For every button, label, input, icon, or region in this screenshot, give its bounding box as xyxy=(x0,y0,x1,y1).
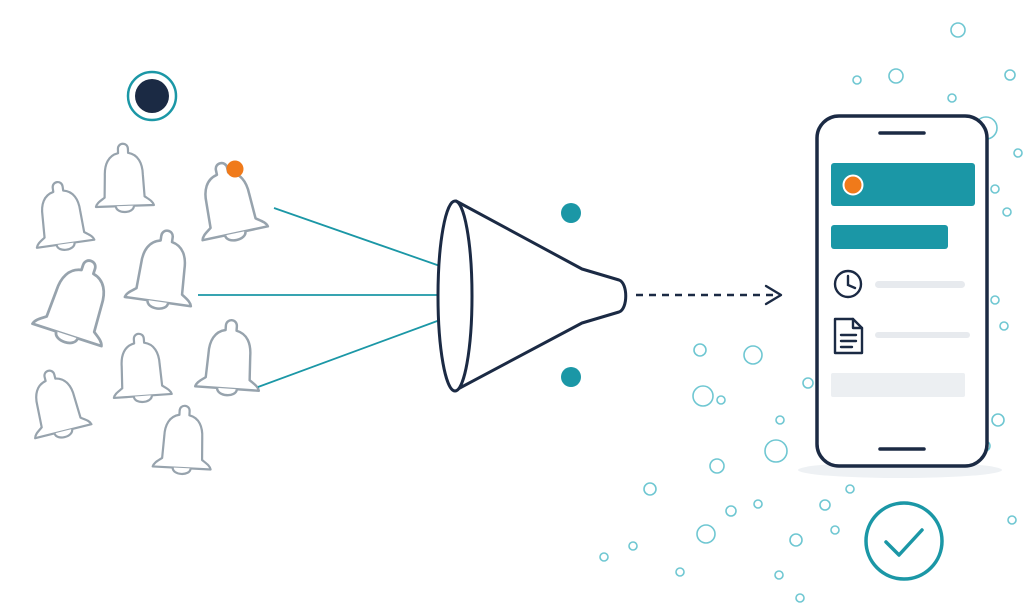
bubble-particle xyxy=(709,458,725,474)
connector-lines xyxy=(198,207,441,388)
bubble-particle xyxy=(990,295,1000,305)
bell-icon xyxy=(27,176,97,255)
bubble-particle xyxy=(753,499,763,509)
bubble-particle xyxy=(802,377,814,389)
bubble-particle xyxy=(789,533,803,547)
bell-icon xyxy=(108,330,174,406)
teal-dot-icon xyxy=(561,367,581,387)
bubble-particle xyxy=(743,345,763,365)
funnel-icon xyxy=(436,199,628,393)
document-row-placeholder xyxy=(875,332,970,338)
bubble-particle xyxy=(845,484,855,494)
notification-badge-icon xyxy=(226,160,244,178)
bubble-particle xyxy=(774,570,784,580)
bell-icon xyxy=(193,316,265,399)
notification-dot-icon xyxy=(842,174,864,196)
bubble-particle xyxy=(716,395,726,405)
bell-icon xyxy=(18,362,94,446)
bubble-particle xyxy=(643,482,657,496)
bubble-particle xyxy=(599,552,609,562)
bubble-particle xyxy=(675,567,685,577)
placeholder-block xyxy=(831,373,965,397)
checkmark-circle-icon xyxy=(864,501,944,581)
secondary-card xyxy=(831,225,948,249)
bubble-particle xyxy=(830,525,840,535)
bubble-particle xyxy=(990,184,1000,194)
bubble-particle xyxy=(819,499,831,511)
teal-dot-icon xyxy=(561,203,581,223)
bell-icon xyxy=(92,141,156,215)
bubble-particle xyxy=(1002,207,1012,217)
bubble-particles xyxy=(599,22,1023,603)
bubble-particle xyxy=(725,505,737,517)
notification-card xyxy=(831,163,975,206)
status-dot-icon xyxy=(126,70,178,122)
clock-row-placeholder xyxy=(875,281,965,288)
bubble-particle xyxy=(696,524,716,544)
bubble-particle xyxy=(888,68,904,84)
bubble-particle xyxy=(950,22,966,38)
bell-icon xyxy=(122,224,203,315)
bubble-particle xyxy=(693,343,707,357)
bell-icon xyxy=(151,403,215,477)
bubble-particle xyxy=(628,541,638,551)
bubble-particle xyxy=(947,93,957,103)
bubble-particle xyxy=(764,439,788,463)
bells-cluster xyxy=(18,141,271,477)
bubble-particle xyxy=(852,75,862,85)
bubble-particle xyxy=(991,413,1005,427)
bubble-particle xyxy=(1013,148,1023,158)
bubble-particle xyxy=(1004,69,1016,81)
document-icon xyxy=(833,317,864,355)
bubble-particle xyxy=(1007,515,1017,525)
bubble-particle xyxy=(795,593,805,603)
dashed-arrow-icon xyxy=(636,284,783,306)
bell-icon xyxy=(28,248,127,355)
bubble-particle xyxy=(692,385,714,407)
smartphone-icon xyxy=(798,114,1002,478)
clock-icon xyxy=(833,269,863,299)
bubble-particle xyxy=(999,321,1009,331)
bubble-particle xyxy=(775,415,785,425)
